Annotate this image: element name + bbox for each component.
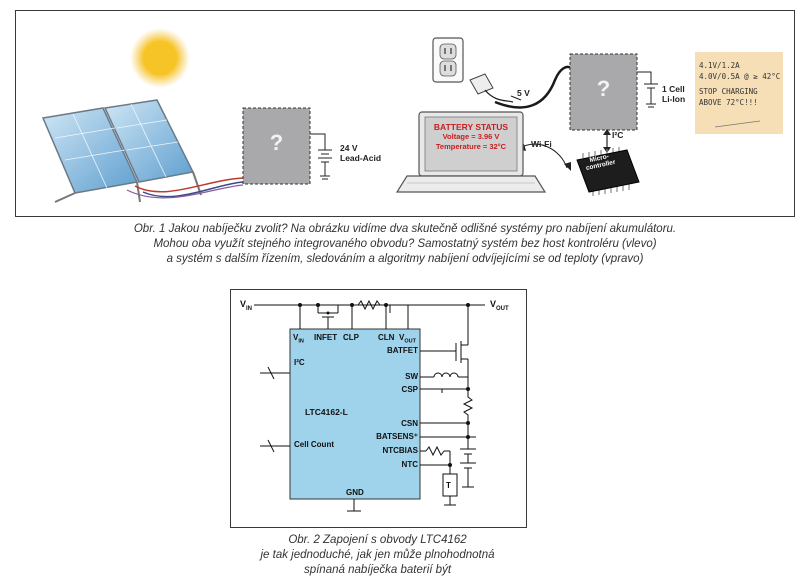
i2c-label: I²C <box>612 130 624 140</box>
left-battery-voltage: 24 V <box>340 143 358 153</box>
left-battery-label: 24 V Lead-Acid <box>340 143 381 163</box>
vin-terminal-label: VIN <box>240 299 252 314</box>
pin-batfet: BATFET <box>387 346 418 355</box>
pin-ntc: NTC <box>401 460 418 469</box>
ltc4162-chip <box>289 328 421 500</box>
sun-icon <box>130 28 190 88</box>
vout-terminal-text: V <box>490 299 497 309</box>
right-battery-type: Li-Ion <box>662 94 686 104</box>
note-card <box>695 52 783 134</box>
right-box-question-mark: ? <box>596 76 611 101</box>
pin-gnd: GND <box>346 488 364 497</box>
battery-status-voltage: Voltage = 3.96 V <box>442 132 500 141</box>
pin-infet: INFET <box>314 333 338 342</box>
right-battery-label: 1 Cell Li-Ion <box>662 84 685 104</box>
figure-1-caption: Obr. 1 Jakou nabíječku zvolit? Na obrázk… <box>30 222 780 267</box>
usb-voltage-label: 5 V <box>517 88 530 98</box>
pin-sw: SW <box>405 372 418 381</box>
pin-vout: VOUT <box>399 333 416 347</box>
pin-vin-text: V <box>293 333 299 342</box>
charging-note: 4.1V/1.2A 4.0V/0.5A @ ≥ 42°C STOP CHARGI… <box>699 60 781 108</box>
figure-2-caption-line2: je tak jednoduché, jak jen může plnohodn… <box>260 549 495 561</box>
figure-2-schematic <box>254 299 485 512</box>
laptop-icon <box>395 111 547 193</box>
microcontroller-icon <box>576 147 640 196</box>
wifi-label: Wi-Fi <box>531 139 552 149</box>
figure-2-caption-line3: spínaná nabíječka baterií být <box>303 564 452 576</box>
figure-2-caption-line1: Obr. 2 Zapojení s obvody LTC4162 <box>288 534 467 546</box>
vout-terminal-label: VOUT <box>490 299 509 314</box>
pin-clp: CLP <box>343 333 359 342</box>
right-battery-cells: 1 Cell <box>662 84 685 94</box>
pin-csp: CSP <box>401 385 418 394</box>
note-line2: 4.0V/0.5A @ ≥ 42°C <box>699 72 781 81</box>
pin-vout-sub: OUT <box>404 338 416 345</box>
vin-terminal-sub: IN <box>246 305 253 312</box>
left-battery-type: Lead-Acid <box>340 153 382 163</box>
pin-cell-count: Cell Count <box>294 440 334 449</box>
pin-cln: CLN <box>378 333 395 342</box>
pin-i2c: I²C <box>294 358 305 367</box>
battery-status-title: BATTERY STATUS <box>433 122 509 132</box>
pin-vout-text: V <box>399 333 405 342</box>
chip-part-number: LTC4162-L <box>305 407 348 417</box>
solar-panel-icon <box>41 99 202 203</box>
vin-terminal-text: V <box>240 299 247 309</box>
note-line1: 4.1V/1.2A <box>699 61 740 70</box>
figure-1-caption-line2: Mohou oba využít stejného integrovaného … <box>153 238 657 250</box>
pin-csn: CSN <box>401 419 418 428</box>
left-box-question-mark: ? <box>269 130 284 155</box>
pin-vin: VIN <box>293 333 304 347</box>
battery-right-icon <box>637 71 658 108</box>
pin-batsens: BATSENS⁺ <box>376 432 418 441</box>
note-line4: ABOVE 72°C!!! <box>699 98 758 107</box>
pin-vin-sub: IN <box>298 338 304 345</box>
figure-1-caption-line3: a systém s dalším řízením, sledováním a … <box>166 253 644 265</box>
wall-outlet-icon <box>432 37 464 83</box>
figure-2-caption: Obr. 2 Zapojení s obvody LTC4162 je tak … <box>230 533 525 578</box>
figure-1-drawing <box>41 28 783 203</box>
usb-adapter-icon <box>469 73 514 103</box>
thermistor-symbol: T <box>446 481 451 490</box>
note-line3: STOP CHARGING <box>699 87 758 96</box>
pin-ntcbias: NTCBIAS <box>382 446 418 455</box>
battery-status-temperature: Temperature = 32°C <box>435 142 507 151</box>
battery-left-icon <box>310 133 332 180</box>
laptop-screen-text: BATTERY STATUS Voltage = 3.96 V Temperat… <box>425 122 517 152</box>
figure-1-caption-line1: Obr. 1 Jakou nabíječku zvolit? Na obrázk… <box>133 223 677 235</box>
vout-terminal-sub: OUT <box>496 305 509 312</box>
